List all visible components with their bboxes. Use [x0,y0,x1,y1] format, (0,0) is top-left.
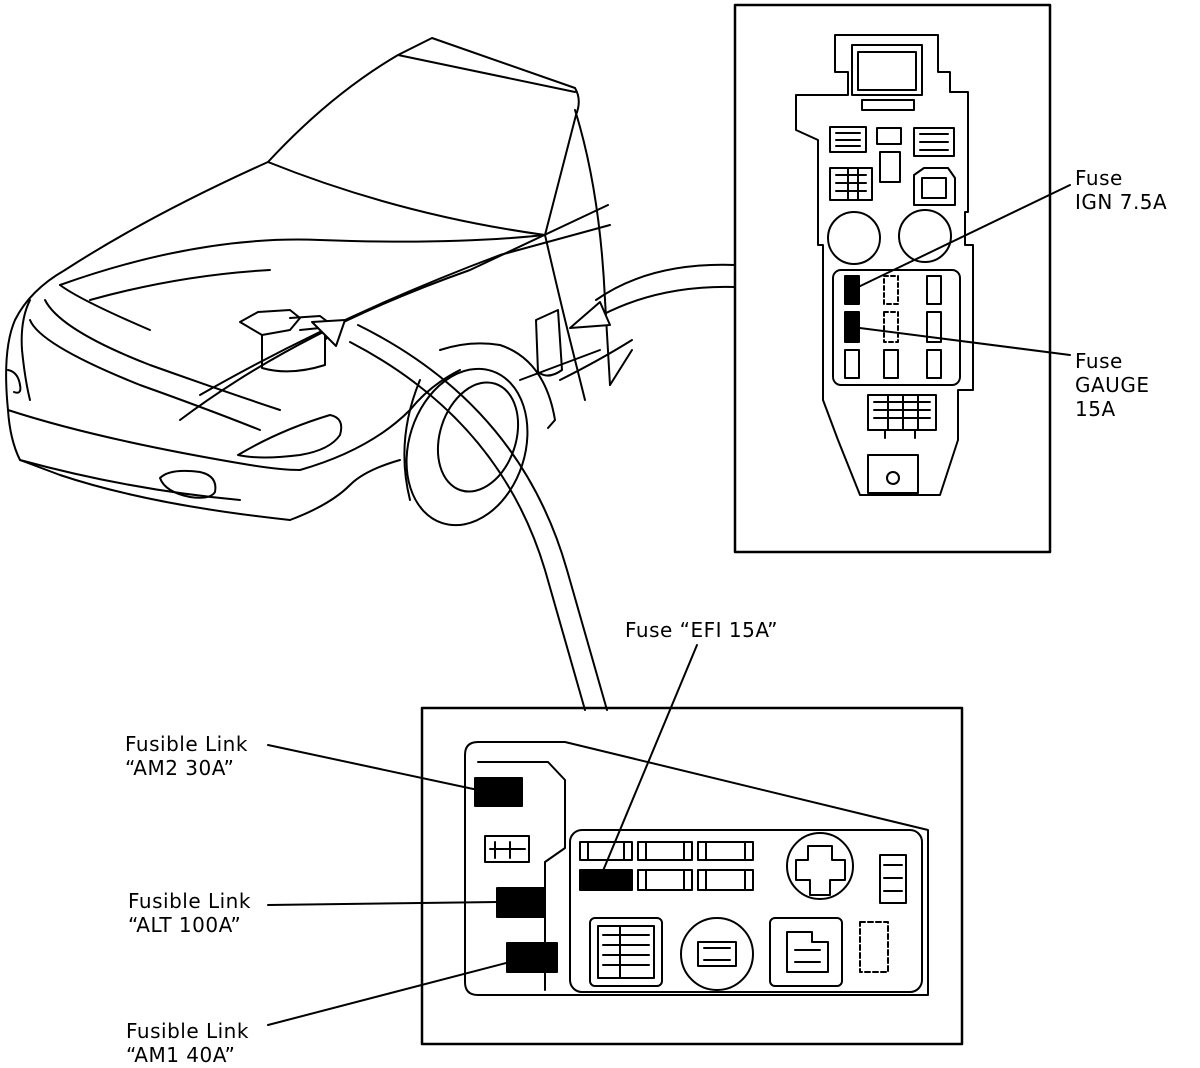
fusible-link-am1-40a [506,942,558,973]
fusible-link-alt-label-line2: “ALT 100A” [128,913,242,937]
callout-arrow-to-engine-box [311,319,608,711]
fuse-gauge-label-line1: Fuse [1075,349,1123,373]
fuse-efi-15a-slot [579,869,633,891]
fusible-link-am1-label-line1: Fusible Link [126,1019,249,1043]
fusible-link-am1-label: Fusible Link “AM1 40A” [126,1019,249,1067]
fusible-link-am2-label: Fusible Link “AM2 30A” [125,732,248,780]
fuse-efi-label: Fuse “EFI 15A” [625,618,778,642]
fusible-link-am2-label-line1: Fusible Link [125,732,248,756]
callout-arrow-to-dash-box [569,263,736,329]
fuse-gauge-label-line2: GAUGE [1075,373,1150,397]
fusible-link-alt-label-line1: Fusible Link [128,889,251,913]
engine-room-junction-block [267,644,964,1046]
fuse-ign-label: Fuse IGN 7.5A [1075,166,1167,214]
car-illustration [5,37,633,527]
fuse-ign-label-line2: IGN 7.5A [1075,190,1168,214]
fusible-link-am1-label-line2: “AM1 40A” [126,1043,236,1067]
fuse-gauge-label: Fuse GAUGE 15A [1075,349,1149,421]
fusible-link-am2-30a [474,777,523,807]
instrument-panel-junction-block [733,3,1071,554]
fusible-link-alt-100a [496,887,546,918]
fusible-link-alt-label: Fusible Link “ALT 100A” [128,889,251,937]
fuse-ign-label-line1: Fuse [1075,166,1123,190]
fuse-efi-label-text: Fuse “EFI 15A” [625,618,778,642]
fuse-gauge-label-line3: 15A [1075,397,1116,421]
fusible-link-am2-label-line2: “AM2 30A” [125,756,235,780]
